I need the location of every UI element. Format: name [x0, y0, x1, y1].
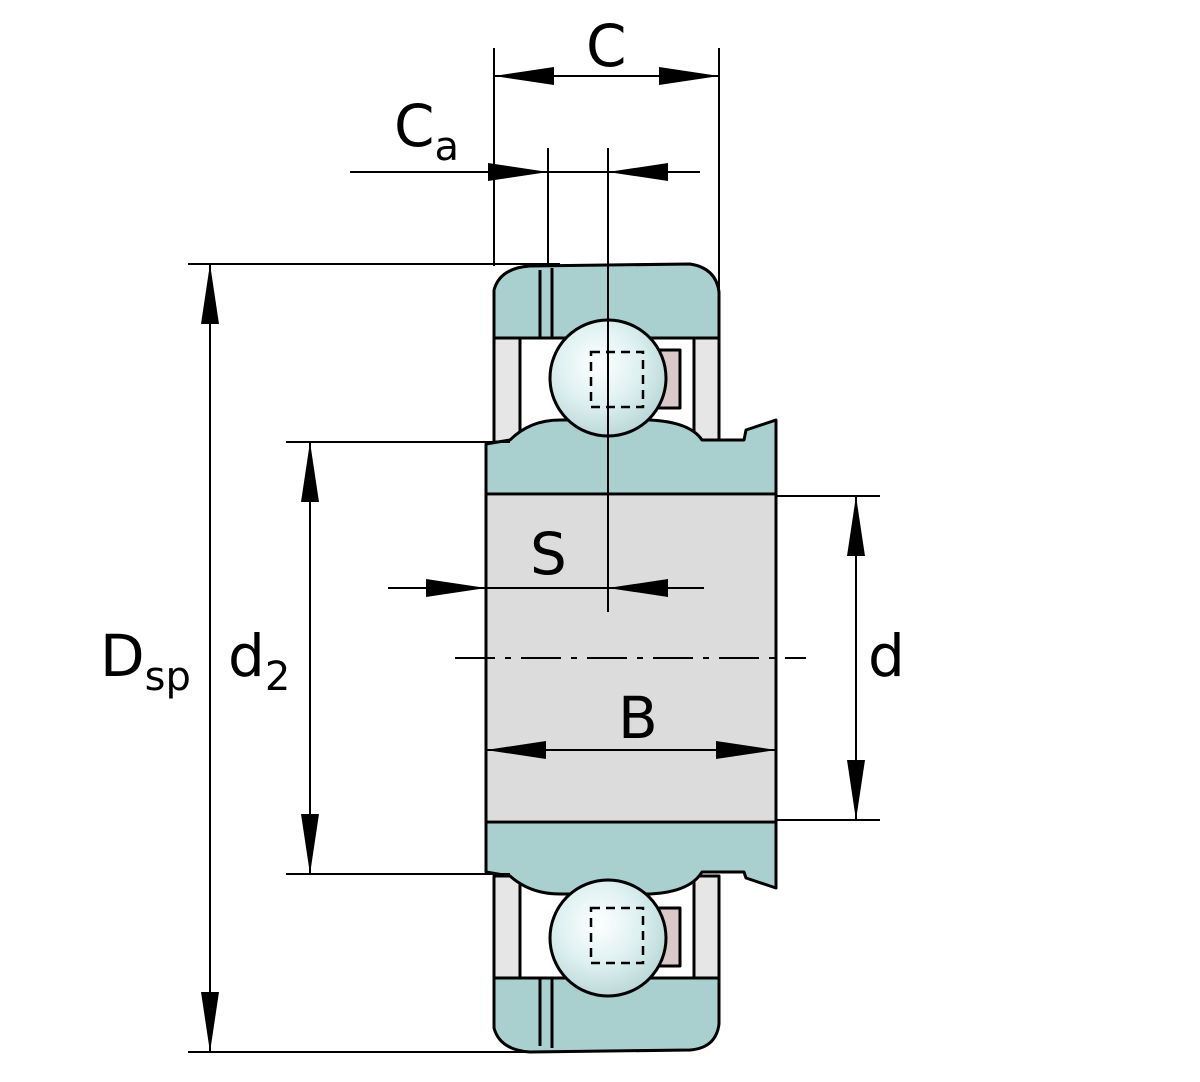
- label-s: S: [530, 520, 567, 588]
- seal-right-upper: [692, 336, 721, 444]
- seal-left-lower: [492, 874, 522, 980]
- label-ca: Ca: [394, 92, 459, 170]
- ball-contact-box-upper: [589, 350, 645, 409]
- upper-bearing-section: [484, 262, 778, 496]
- label-d: d: [868, 622, 905, 690]
- outer-ring-lower: [492, 976, 721, 1054]
- extension-lines: [188, 48, 880, 1053]
- inner-ring-upper: [484, 418, 778, 496]
- label-b: B: [618, 684, 658, 752]
- inner-ring-lower: [484, 820, 778, 896]
- dimension-arrows: [201, 67, 865, 1052]
- label-dsp: Dsp: [100, 622, 191, 700]
- label-c: C: [586, 12, 627, 80]
- seal-left-upper: [492, 336, 522, 444]
- seal-right-lower: [692, 874, 721, 980]
- ball-contact-box-lower: [589, 906, 645, 965]
- outer-ring-upper: [492, 262, 721, 340]
- label-d2: d2: [228, 622, 290, 700]
- ball-lower: [548, 878, 668, 998]
